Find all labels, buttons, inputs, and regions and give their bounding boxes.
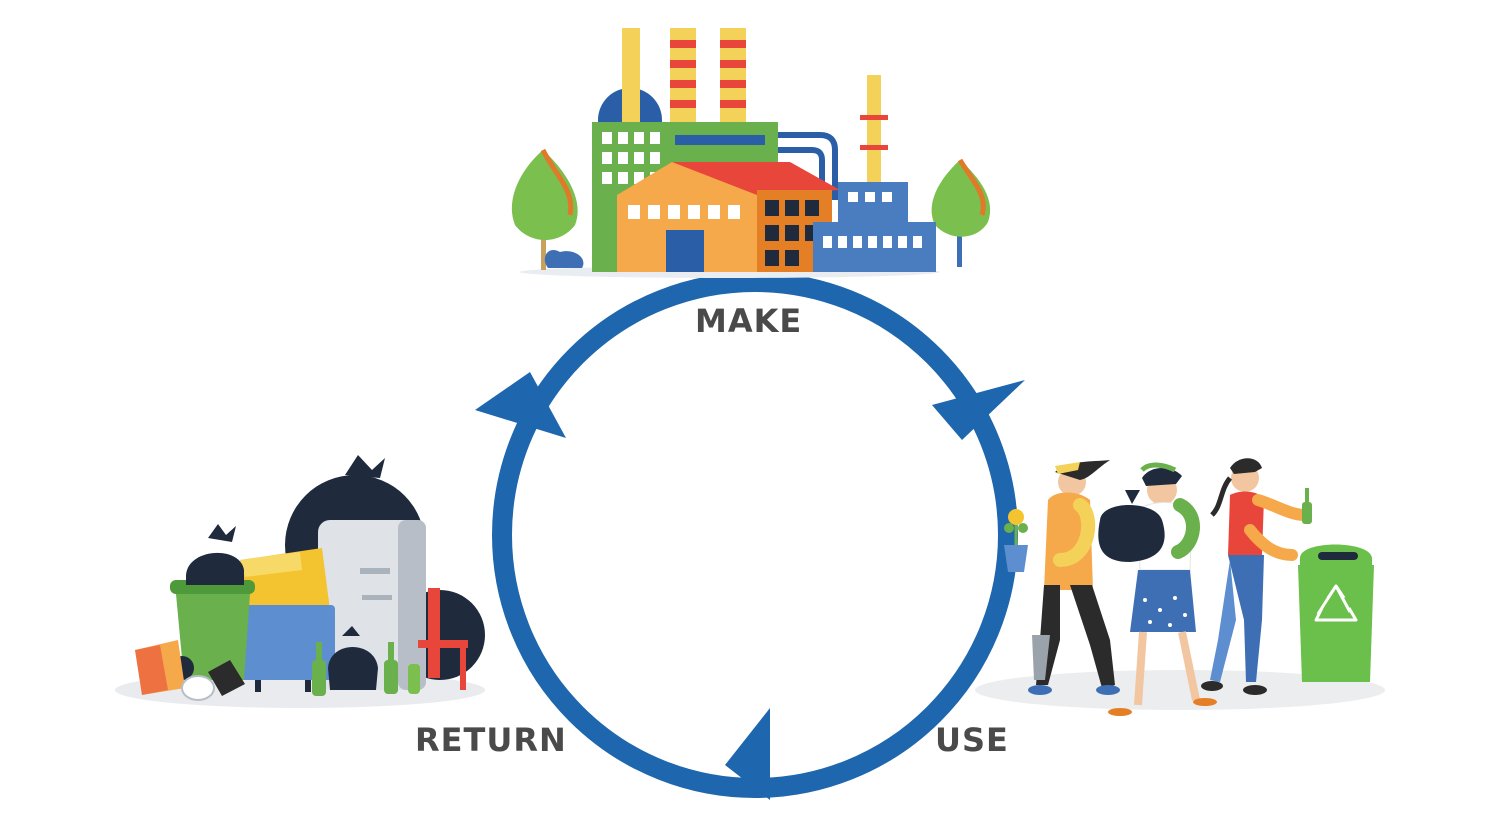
person-with-bag (1098, 462, 1217, 716)
stage-label-use: USE (935, 721, 1009, 759)
waste-pile-icon (115, 455, 485, 708)
recycling-bin-icon (1298, 544, 1374, 682)
stage-label-make: MAKE (695, 302, 803, 340)
factory-icon (511, 28, 991, 278)
person-with-bottle (1201, 458, 1312, 695)
people-recycling-icon (975, 458, 1385, 716)
arrow-bottom-icon (725, 708, 770, 800)
person-with-plant (1004, 460, 1120, 695)
arrow-left-icon (475, 372, 566, 438)
recycle-symbol-icon (1314, 584, 1358, 622)
cycle-ring (475, 272, 1025, 800)
arrow-right-icon (932, 380, 1025, 440)
stage-label-return: RETURN (415, 721, 567, 759)
